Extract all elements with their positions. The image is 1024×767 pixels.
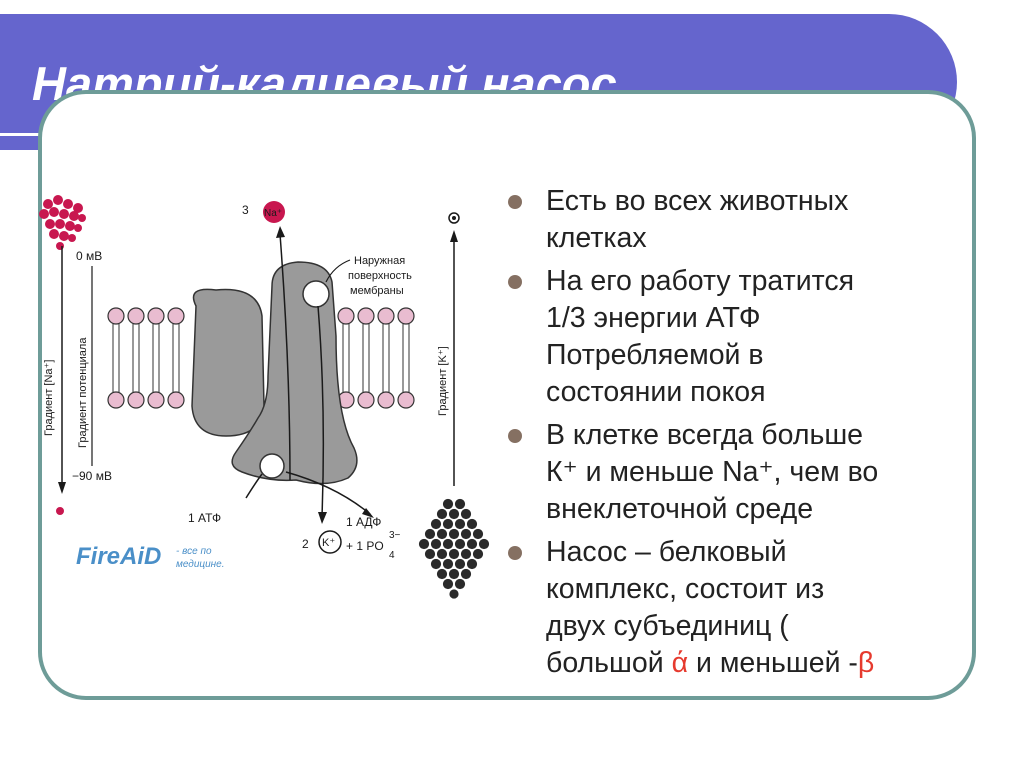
label-grad-na: Градиент [Na⁺]	[43, 360, 55, 436]
watermark: FireAiD	[76, 543, 161, 570]
label-1adf: 1 АДФ	[346, 515, 381, 529]
k-ion-cluster	[418, 498, 490, 600]
adp-arrow	[285, 471, 371, 515]
label-3: 3	[242, 203, 249, 217]
label-0mv: 0 мВ	[76, 249, 102, 263]
sodium-potassium-pump-diagram: Градиент [Na⁺] Градиент потенциала 0 мВ …	[39, 195, 490, 600]
bullet-line: состоянии покоя	[546, 376, 766, 408]
alpha-symbol: ά	[671, 647, 689, 679]
na-binding-site	[302, 280, 330, 308]
label-2: 2	[302, 537, 309, 551]
label-grad-potential: Градиент потенциала	[77, 337, 89, 448]
watermark-sub-2: медицине.	[176, 559, 225, 570]
bullet-item: Есть во всех животных клетках	[504, 183, 964, 257]
label-outer-surface-2: поверхность	[348, 270, 412, 282]
bullet-text: и меньшей -	[688, 647, 858, 679]
label-k-ion: K⁺	[322, 537, 335, 549]
atp-binding-site	[259, 453, 285, 479]
label-1atf: 1 АТФ	[188, 511, 221, 525]
na-ion-single	[56, 507, 64, 515]
atp-arrow	[245, 473, 263, 499]
label-grad-k: Градиент [K⁺]	[437, 346, 449, 416]
label-po4-sub: 4	[389, 550, 395, 561]
bullet-dot-icon	[508, 195, 522, 209]
bullet-line-mixed: большой ά и меньшей -β	[546, 645, 964, 682]
bullet-line: 1/3 энергии АТФ	[546, 302, 761, 334]
na-ion-released	[263, 201, 285, 223]
na-pathway-arrow	[279, 233, 291, 481]
label-na-ion: Na⁺	[264, 208, 282, 219]
label-po4: + 1 PO	[346, 539, 384, 553]
bullet-line: Потребляемой в	[546, 339, 764, 371]
watermark-sub-1: - все по	[176, 546, 212, 557]
bullet-dot-icon	[508, 546, 522, 560]
bullet-line: Насос – белковый	[546, 536, 787, 568]
alpha-subunit	[231, 261, 358, 485]
bullet-line: внеклеточной среде	[546, 493, 814, 525]
bullet-item: В клетке всегда больше К⁺ и меньше Na⁺, …	[504, 417, 964, 528]
beta-subunit	[191, 288, 265, 437]
bullet-item: Насос – белковый комплекс, состоит из дв…	[504, 534, 964, 682]
bullet-line: Есть во всех животных	[546, 185, 849, 217]
beta-symbol: β	[857, 647, 875, 679]
bullet-dot-icon	[508, 429, 522, 443]
na-ion-cluster	[39, 195, 86, 250]
bullet-dot-icon	[508, 275, 522, 289]
label-minus90mv: −90 мВ	[72, 469, 112, 483]
bullet-line: В клетке всегда больше	[546, 419, 864, 451]
label-po4-sup: 3−	[389, 530, 401, 541]
lipid-bilayer-right	[337, 307, 415, 409]
bullet-line: двух субъединиц (	[546, 610, 789, 642]
bullet-line: клетках	[546, 222, 647, 254]
bullet-item: На его работу тратится 1/3 энергии АТФ П…	[504, 263, 964, 411]
label-outer-surface-1: Наружная	[354, 255, 405, 267]
label-outer-surface-3: мембраны	[350, 285, 404, 297]
k-pathway-arrow	[317, 305, 325, 517]
bullet-text: большой	[546, 647, 672, 679]
bullet-list: Есть во всех животных клетках На его раб…	[504, 183, 964, 688]
lipid-bilayer-left	[107, 307, 185, 409]
bullet-line: комплекс, состоит из	[546, 573, 825, 605]
k-ion-released	[318, 530, 342, 554]
bullet-line: К⁺ и меньше Na⁺, чем во	[546, 456, 879, 488]
bullet-line: На его работу тратится	[546, 265, 855, 297]
